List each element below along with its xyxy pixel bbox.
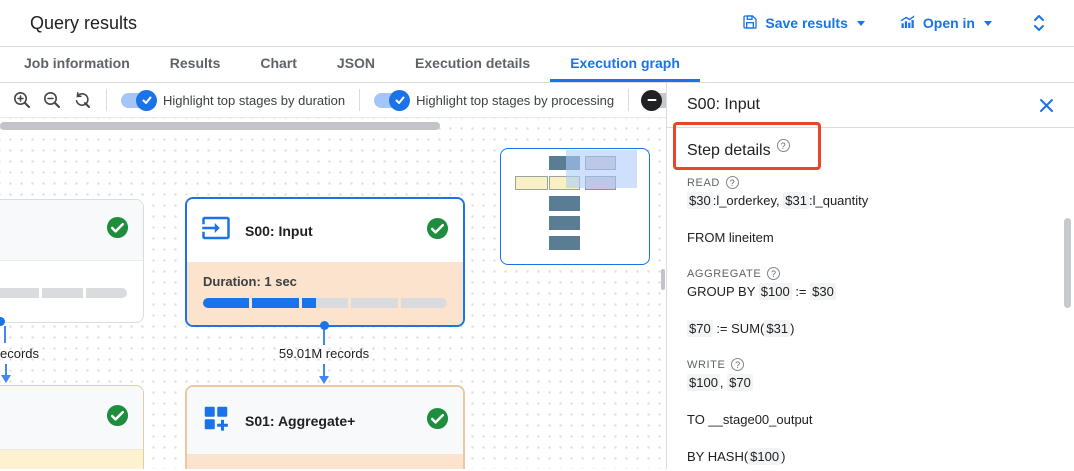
zoom-in-icon[interactable] (12, 87, 32, 113)
success-check-icon (426, 217, 449, 245)
aggregate-stage-icon (201, 403, 231, 438)
open-in-label: Open in (922, 15, 975, 31)
tab-job-information[interactable]: Job information (24, 55, 130, 71)
edge-line (323, 329, 325, 345)
chart-icon (899, 14, 916, 33)
minimap-stage (515, 176, 548, 190)
stage-duration-label: Duration: 2 sec (203, 467, 447, 469)
help-icon[interactable]: ? (725, 176, 739, 189)
step-line: $100, $70 (687, 374, 753, 391)
edge-line (323, 364, 325, 377)
horizontal-scrollbar[interactable] (0, 122, 440, 130)
minimap-stage (549, 236, 580, 250)
input-stage-icon (201, 213, 231, 248)
edge-line (4, 326, 6, 343)
step-line: FROM lineitem (687, 230, 774, 245)
step-details-body: Step details ? READ? $30:l_orderkey, $31:… (667, 128, 1074, 465)
edge-dot (0, 317, 5, 326)
stage-node-s00[interactable]: S00: Input Duration: 1 sec (185, 197, 465, 327)
open-in-button[interactable]: Open in (899, 14, 992, 33)
edge-dot (320, 321, 329, 330)
edge-records-label-fragment: ecords (0, 346, 40, 361)
query-results-header: Query results Save results Open in (0, 0, 1074, 47)
panel-title: S00: Input (687, 96, 760, 113)
edge-line (5, 364, 7, 376)
minimap-stage (549, 196, 580, 211)
stage-duration-label: Duration: 1 sec (203, 274, 297, 289)
save-icon (742, 14, 758, 33)
step-label: AGGREGATE? (687, 267, 1054, 280)
panel-scrollbar[interactable] (1064, 218, 1071, 308)
tab-execution-details[interactable]: Execution details (415, 55, 531, 71)
toggle-highlight-duration[interactable] (121, 89, 157, 111)
stage-details-panel: S00: Input Step details ? READ? $30:l_ord… (666, 83, 1074, 469)
stage-node-partial-top[interactable] (0, 199, 144, 323)
toggle-processing-label: Highlight top stages by processing (416, 92, 615, 108)
step-label: WRITE? (687, 358, 1054, 371)
save-results-label: Save results (765, 15, 848, 31)
step-line: $30:l_orderkey, $31:l_quantity (687, 192, 869, 209)
stage-progress-bar (0, 288, 127, 298)
graph-minimap[interactable] (500, 148, 650, 265)
minimap-viewport[interactable] (566, 150, 637, 188)
step-line: $70 := SUM($31) (687, 320, 795, 337)
minimap-stage (549, 216, 580, 230)
stage-title: S00: Input (245, 222, 313, 239)
edge-arrowhead (1, 375, 11, 383)
stage-title: S01: Aggregate+ (245, 412, 356, 429)
success-check-icon (106, 404, 129, 432)
edge-arrowhead (319, 376, 329, 384)
step-label: READ? (687, 176, 1054, 189)
tab-execution-graph[interactable]: Execution graph (550, 47, 700, 82)
vertical-scrollbar[interactable] (661, 269, 665, 290)
divider (628, 89, 630, 111)
edge-records-label: 59.01M records (278, 346, 370, 361)
zoom-out-icon[interactable] (42, 87, 62, 113)
chevron-down-icon (856, 20, 865, 26)
toggle-duration-label: Highlight top stages by duration (163, 92, 346, 108)
step-line: GROUP BY $100 := $30 (687, 283, 836, 300)
help-icon[interactable]: ? (767, 267, 781, 280)
success-check-icon (106, 216, 129, 244)
stage-progress-bar (203, 298, 447, 308)
close-icon[interactable] (1039, 98, 1054, 113)
tab-chart[interactable]: Chart (260, 55, 297, 71)
stage-node-partial-bottom[interactable] (0, 385, 144, 469)
zoom-reset-icon[interactable] (72, 87, 92, 113)
stage-node-s01[interactable]: S01: Aggregate+ Duration: 2 sec (185, 385, 465, 469)
step-details-heading: Step details ? (687, 139, 1054, 160)
graph-toolbar: Highlight top stages by duration Highlig… (0, 83, 678, 118)
toggle-minus-icon (641, 89, 663, 111)
success-check-icon (426, 407, 449, 435)
page-title: Query results (30, 12, 138, 33)
tab-json[interactable]: JSON (336, 55, 376, 71)
save-results-button[interactable]: Save results (742, 14, 865, 33)
divider (359, 89, 361, 111)
tab-bar: Job information Results Chart JSON Execution… (0, 47, 1074, 83)
help-icon[interactable]: ? (731, 358, 745, 371)
step-line: TO __stage00_output (687, 412, 813, 427)
execution-graph-canvas[interactable]: S00: Input Duration: 1 sec 59.01M record… (0, 118, 666, 469)
toggle-check-icon (389, 89, 411, 111)
step-line: BY HASH($100) (687, 448, 786, 465)
toggle-check-icon (136, 89, 157, 111)
toggle-highlight-processing[interactable] (374, 89, 411, 111)
tab-results[interactable]: Results (169, 55, 221, 71)
help-icon[interactable]: ? (776, 139, 790, 152)
chevron-down-icon (984, 20, 992, 26)
divider (106, 89, 107, 111)
collapse-expand-icon[interactable] (1026, 10, 1052, 36)
